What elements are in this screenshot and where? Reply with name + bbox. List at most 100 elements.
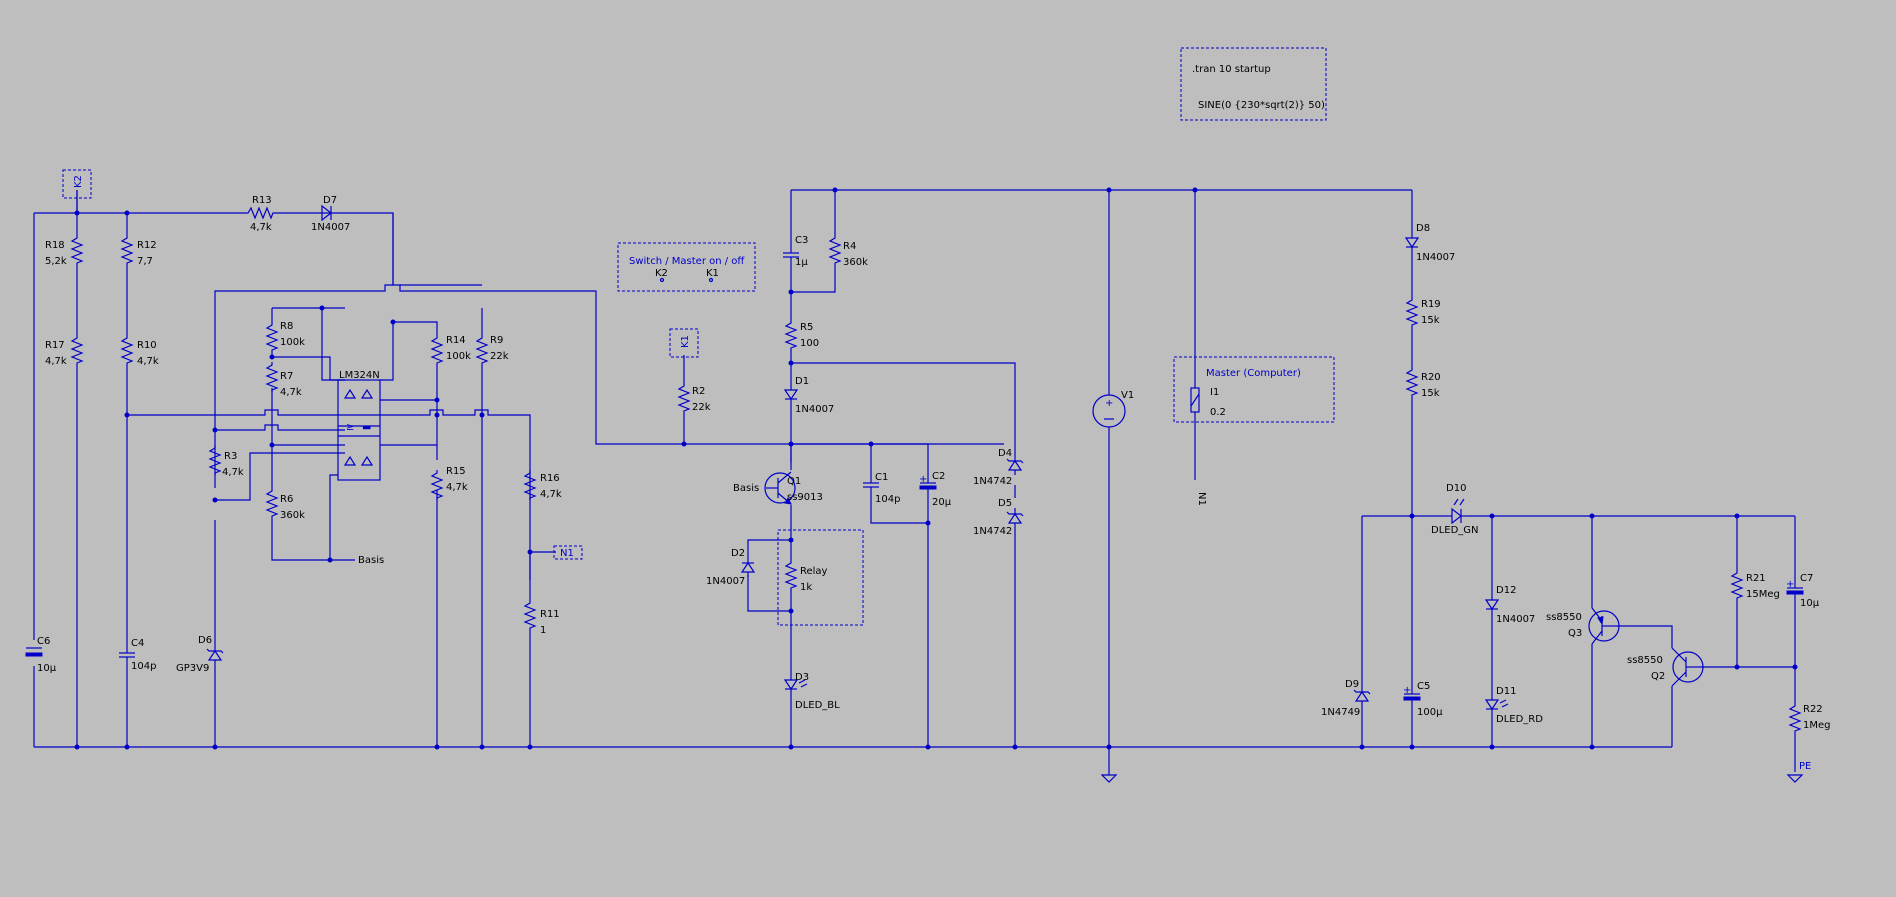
- resistor-r6[interactable]: R6 360k: [266, 487, 305, 521]
- net-label-k2[interactable]: K2: [62, 169, 92, 199]
- resistor-r17[interactable]: R17 4,7k: [45, 334, 83, 367]
- svg-text:R18: R18: [45, 240, 65, 251]
- svg-text:R11: R11: [540, 609, 560, 620]
- relay-box[interactable]: [777, 529, 864, 626]
- resistor-relay[interactable]: Relay 1k: [785, 559, 828, 593]
- svg-text:DLED_GN: DLED_GN: [1431, 525, 1479, 536]
- led-d10[interactable]: D10 DLED_GN: [1431, 483, 1479, 536]
- zener-d4[interactable]: D4 1N4742: [973, 448, 1024, 487]
- svg-text:R8: R8: [280, 321, 293, 332]
- resistor-r16[interactable]: R16 4,7k: [524, 469, 562, 501]
- svg-text:1N4742: 1N4742: [973, 526, 1012, 537]
- led-d11[interactable]: D11 DLED_RD: [1485, 686, 1543, 725]
- svg-text:K2: K2: [655, 268, 668, 279]
- svg-text:1N4007: 1N4007: [795, 404, 834, 415]
- svg-text:Master (Computer): Master (Computer): [1206, 368, 1301, 379]
- zener-d5[interactable]: D5 1N4742: [973, 498, 1024, 537]
- svg-text:1: 1: [540, 625, 546, 636]
- resistor-r4[interactable]: R4 360k: [829, 234, 868, 268]
- led-d3[interactable]: D3 DLED_BL: [784, 672, 840, 711]
- resistor-r15[interactable]: R15 4,7k: [431, 466, 468, 501]
- svg-text:4,7k: 4,7k: [45, 356, 67, 367]
- resistor-r22[interactable]: R22 1Meg: [1789, 702, 1831, 734]
- svg-text:DLED_RD: DLED_RD: [1496, 714, 1543, 725]
- svg-text:K2: K2: [73, 175, 84, 188]
- opamp-lm324n[interactable]: LM324N ≥ ▬: [337, 370, 381, 481]
- net-label-k1[interactable]: K1: [669, 328, 699, 358]
- resistor-r9[interactable]: R9 22k: [476, 334, 509, 366]
- transistor-q1[interactable]: Basis Q1 ss9013: [733, 471, 823, 505]
- net-label-n1-left[interactable]: N1: [553, 545, 583, 560]
- svg-text:R20: R20: [1421, 372, 1441, 383]
- resistor-r3[interactable]: R3 4,7k: [209, 444, 244, 478]
- zener-d9[interactable]: D9 1N4749: [1321, 679, 1371, 718]
- spice-directive-box[interactable]: .tran 10 startup SINE(0 {230*sqrt(2)} 50…: [1180, 47, 1327, 121]
- resistor-r18[interactable]: R18 5,2k: [45, 234, 83, 267]
- sine-directive[interactable]: SINE(0 {230*sqrt(2)} 50): [1198, 100, 1325, 111]
- svg-text:ss9013: ss9013: [787, 492, 823, 503]
- capacitor-c4[interactable]: C4 104p: [118, 638, 156, 672]
- resistor-r21[interactable]: R21 15Meg: [1731, 569, 1780, 601]
- svg-text:C3: C3: [795, 235, 808, 246]
- svg-text:4,7k: 4,7k: [250, 222, 272, 233]
- switch-master-box[interactable]: Switch / Master on / off K2 K1: [617, 242, 756, 292]
- capacitor-c6[interactable]: C6 10µ: [25, 636, 57, 674]
- svg-text:N1: N1: [1196, 492, 1207, 506]
- zener-d6[interactable]: D6 GP3V9: [176, 635, 224, 674]
- left-wires: [33, 190, 1672, 748]
- transistor-q3[interactable]: ss8550 Q3: [1546, 607, 1620, 645]
- capacitor-c7[interactable]: C7 10µ: [1785, 573, 1820, 609]
- svg-text:R19: R19: [1421, 299, 1441, 310]
- resistor-r11[interactable]: R11 1: [524, 599, 560, 636]
- svg-text:20µ: 20µ: [932, 497, 952, 508]
- svg-text:4,7k: 4,7k: [222, 467, 244, 478]
- diode-d12[interactable]: D12 1N4007: [1485, 585, 1535, 625]
- resistor-r5[interactable]: R5 100: [785, 319, 819, 351]
- svg-text:104p: 104p: [131, 661, 156, 672]
- diode-d8[interactable]: D8 1N4007: [1405, 223, 1455, 263]
- diode-d7[interactable]: D7 1N4007: [311, 195, 350, 233]
- current-source-i1[interactable]: I1 0.2: [1190, 387, 1226, 418]
- svg-text:+: +: [1105, 398, 1113, 409]
- net-label-n1-right[interactable]: N1: [1196, 492, 1207, 506]
- svg-text:N1: N1: [560, 548, 574, 559]
- net-label-pe[interactable]: PE: [1787, 761, 1811, 783]
- svg-text:R9: R9: [490, 335, 503, 346]
- middle-wires: [683, 189, 1412, 775]
- tran-directive[interactable]: .tran 10 startup: [1192, 64, 1271, 75]
- resistor-r2[interactable]: R2 22k: [678, 382, 711, 414]
- capacitor-c1[interactable]: C1 104p: [862, 472, 900, 505]
- capacitor-c5[interactable]: C5 100µ: [1402, 681, 1443, 718]
- svg-text:R17: R17: [45, 340, 65, 351]
- svg-text:D3: D3: [795, 672, 809, 683]
- svg-text:R16: R16: [540, 473, 560, 484]
- svg-text:R21: R21: [1746, 573, 1766, 584]
- resistor-r19[interactable]: R19 15k: [1406, 296, 1441, 328]
- resistor-r10[interactable]: R10 4,7k: [121, 334, 159, 367]
- capacitor-c3[interactable]: C3 1µ: [782, 235, 808, 268]
- resistor-r20[interactable]: R20 15k: [1406, 366, 1441, 399]
- svg-text:Basis: Basis: [358, 555, 384, 566]
- svg-text:360k: 360k: [843, 257, 868, 268]
- svg-text:1N4742: 1N4742: [973, 476, 1012, 487]
- resistor-r12[interactable]: R12 7,7: [121, 234, 157, 267]
- middle-junctions: [681, 187, 1198, 750]
- svg-text:10µ: 10µ: [1800, 598, 1820, 609]
- diode-d1[interactable]: D1 1N4007: [784, 376, 834, 415]
- svg-text:1N4007: 1N4007: [311, 222, 350, 233]
- svg-text:K1: K1: [706, 268, 719, 279]
- svg-text:C4: C4: [131, 638, 144, 649]
- diode-d2[interactable]: D2 1N4007: [706, 548, 755, 587]
- svg-text:0.2: 0.2: [1210, 407, 1226, 418]
- transistor-q2[interactable]: ss8550 Q2: [1627, 647, 1704, 687]
- svg-text:15k: 15k: [1421, 315, 1440, 326]
- voltage-source-v1[interactable]: + V1: [1092, 390, 1134, 428]
- net-label-basis-left[interactable]: Basis: [358, 555, 384, 566]
- resistor-r14[interactable]: R14 100k: [431, 334, 471, 366]
- resistor-r7[interactable]: R7 4,7k: [266, 361, 302, 398]
- resistor-r13[interactable]: R13 4,7k: [244, 195, 307, 233]
- capacitor-c2[interactable]: C2 20µ: [918, 471, 952, 508]
- master-computer-box[interactable]: Master (Computer): [1173, 356, 1335, 423]
- resistor-r8[interactable]: R8 100k: [266, 321, 305, 353]
